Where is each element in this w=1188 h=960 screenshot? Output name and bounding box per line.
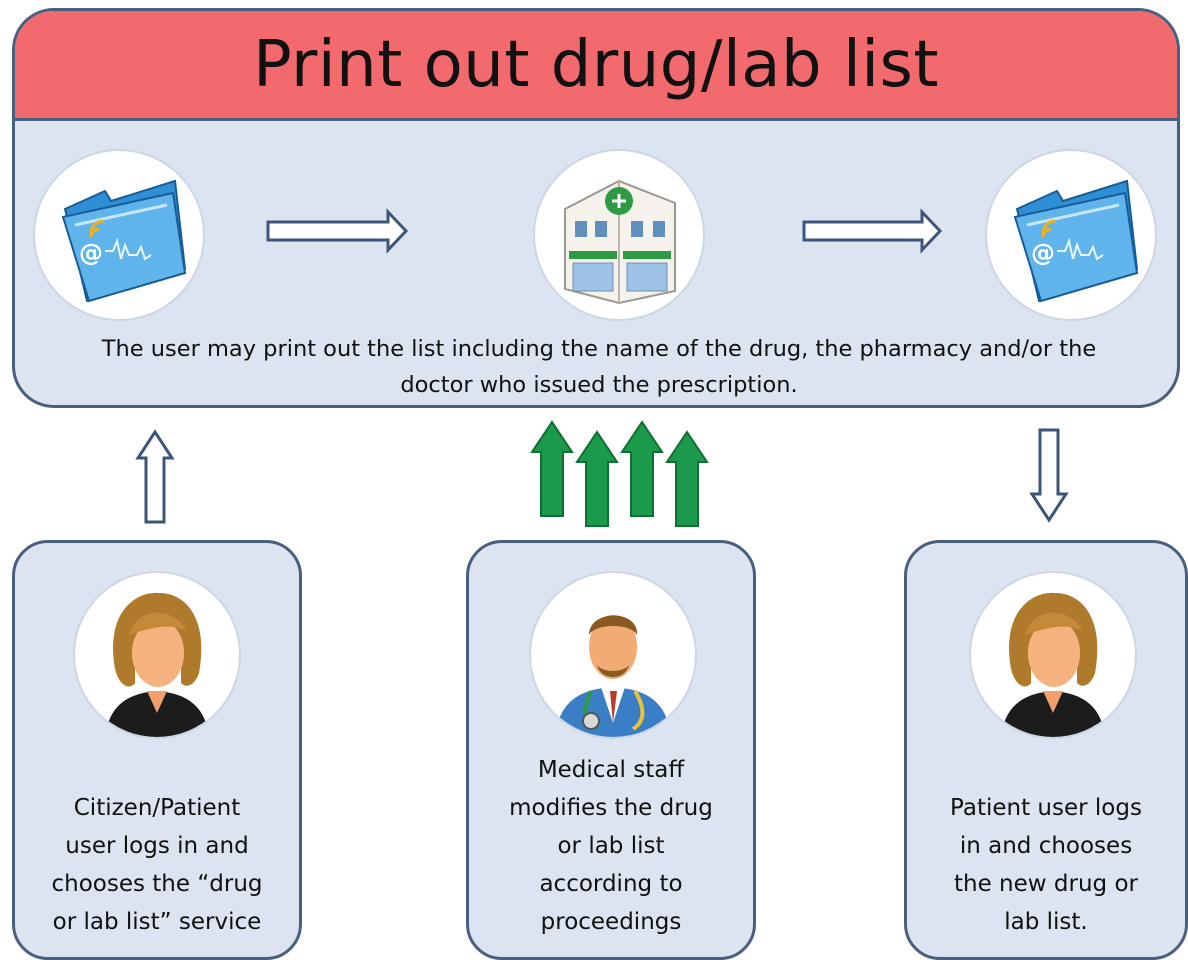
panel-text-line: The user may print out the list includin… — [101, 336, 1097, 362]
up-arrow-icon — [135, 429, 175, 524]
green-up-arrow-icon — [620, 420, 664, 517]
medical-staff-box: Medical staff modifies the drug or lab l… — [466, 540, 756, 960]
box-text: Citizen/Patient user logs in and chooses… — [21, 789, 293, 941]
box-text-line: user logs in and — [65, 833, 249, 859]
diagram-title: Print out drug/lab list — [253, 27, 939, 102]
panel-description: The user may print out the list includin… — [27, 331, 1171, 403]
title-bar: Print out drug/lab list — [15, 11, 1177, 121]
box-text-line: or lab list” service — [52, 909, 262, 935]
green-up-arrow-icon — [665, 430, 709, 527]
print-list-panel: Print out drug/lab list @ — [12, 8, 1180, 408]
box-text: Medical staff modifies the drug or lab l… — [475, 751, 747, 941]
green-up-arrow-icon — [575, 430, 619, 527]
box-text-line: Patient user logs — [950, 795, 1142, 821]
right-arrow-icon — [802, 208, 943, 254]
box-text-line: modifies the drug — [509, 795, 713, 821]
panel-text-line: doctor who issued the prescription. — [400, 372, 798, 398]
pharmacy-building-icon — [535, 151, 703, 319]
box-text-line: or lab list — [557, 833, 665, 859]
medical-record-folder-icon: @ — [35, 151, 203, 319]
patient-user-box: Patient user logs in and chooses the new… — [904, 540, 1188, 960]
down-arrow-icon — [1029, 428, 1069, 523]
box-text-line: proceedings — [540, 909, 682, 935]
box-text-line: the new drug or — [954, 871, 1138, 897]
box-text-line: according to — [539, 871, 683, 897]
box-text-line: lab list. — [1004, 909, 1088, 935]
box-text-line: Citizen/Patient — [73, 795, 241, 821]
box-text: Patient user logs in and chooses the new… — [913, 789, 1179, 941]
svg-text:@: @ — [1031, 239, 1055, 267]
box-text-line: in and chooses — [959, 833, 1133, 859]
medical-record-folder-icon: @ — [987, 151, 1155, 319]
svg-text:@: @ — [79, 239, 103, 267]
female-patient-icon — [75, 573, 239, 737]
green-up-arrow-icon — [530, 420, 574, 517]
female-patient-icon — [971, 573, 1135, 737]
doctor-icon — [531, 573, 695, 737]
right-arrow-icon — [266, 208, 409, 254]
citizen-patient-box: Citizen/Patient user logs in and chooses… — [12, 540, 302, 960]
box-text-line: Medical staff — [537, 757, 685, 783]
box-text-line: chooses the “drug — [51, 871, 263, 897]
